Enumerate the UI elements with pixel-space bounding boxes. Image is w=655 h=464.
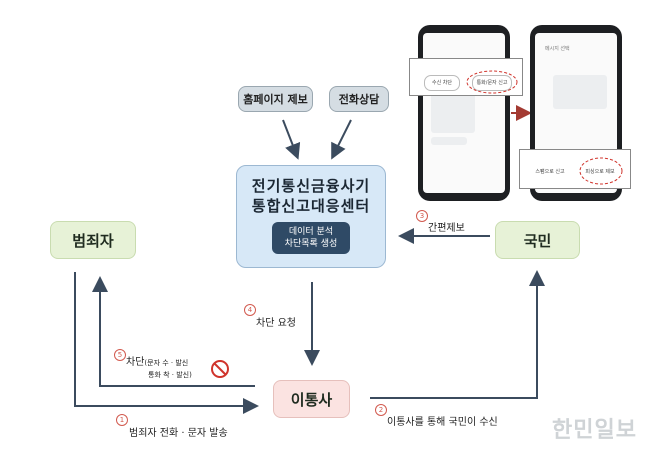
arrow-criminal-to-carrier xyxy=(74,272,259,414)
phone-left-screen xyxy=(423,33,505,193)
step-3-label: 간편제보 xyxy=(428,223,465,234)
arrow-carrier-to-criminal xyxy=(92,276,255,387)
phone-left-popup: 수신 차단 통화/문자 신고 xyxy=(409,58,523,96)
step-1-label: 범죄자 전화 · 문자 발송 xyxy=(129,428,228,439)
step-4-label: 차단 요청 xyxy=(256,318,296,329)
carrier-node: 이통사 xyxy=(273,380,350,418)
step-5-number: 5 xyxy=(114,349,126,361)
arrow-homepage-to-center xyxy=(282,119,301,160)
criminal-node: 범죄자 xyxy=(50,221,136,259)
step-5-label: 차단(문자 수 · 발신 통화 착 · 발신) xyxy=(126,357,192,379)
highlight-ring-right xyxy=(579,157,623,185)
arrow-carrier-to-citizen xyxy=(370,270,545,399)
citizen-node: 국민 xyxy=(495,221,580,259)
block-reception-button[interactable]: 수신 차단 xyxy=(424,75,460,91)
report-call-sms-button[interactable]: 통화/문자 신고 xyxy=(472,75,512,91)
step-4-number: 4 xyxy=(244,304,256,316)
citizen-label: 국민 xyxy=(523,231,552,250)
step-1-number: 1 xyxy=(116,414,128,426)
phone-consult-box: 전화상담 xyxy=(329,86,389,112)
homepage-report-label: 홈페이지 제보 xyxy=(243,93,308,106)
step-2-number: 2 xyxy=(375,404,387,416)
step-3-number: 3 xyxy=(416,210,428,222)
message-select-title: 메시지 선택 xyxy=(545,46,570,52)
center-title: 전기통신금융사기 통합신고대응센터 xyxy=(251,177,371,215)
data-analysis-box: 데이터 분석 차단목록 생성 xyxy=(272,222,350,254)
criminal-label: 범죄자 xyxy=(72,231,114,250)
highlight-ring-left xyxy=(466,70,518,94)
homepage-report-box: 홈페이지 제보 xyxy=(238,86,313,112)
integrated-report-center: 전기통신금융사기 통합신고대응센터 데이터 분석 차단목록 생성 xyxy=(236,165,386,268)
carrier-label: 이통사 xyxy=(290,390,333,409)
phishing-report-option[interactable]: 피싱으로 제보 xyxy=(585,169,615,175)
spam-report-option[interactable]: 스팸으로 신고 xyxy=(535,169,565,175)
step-2-label: 이통사를 통해 국민이 수신 xyxy=(387,417,498,428)
block-icon xyxy=(211,360,229,378)
arrow-phone-to-center xyxy=(331,119,352,160)
phone-consult-label: 전화상담 xyxy=(338,93,380,106)
phone-right-popup: 스팸으로 신고 피싱으로 제보 xyxy=(519,149,631,189)
newspaper-watermark: 한민일보 xyxy=(552,418,637,443)
phone-mockup-left xyxy=(418,25,510,201)
